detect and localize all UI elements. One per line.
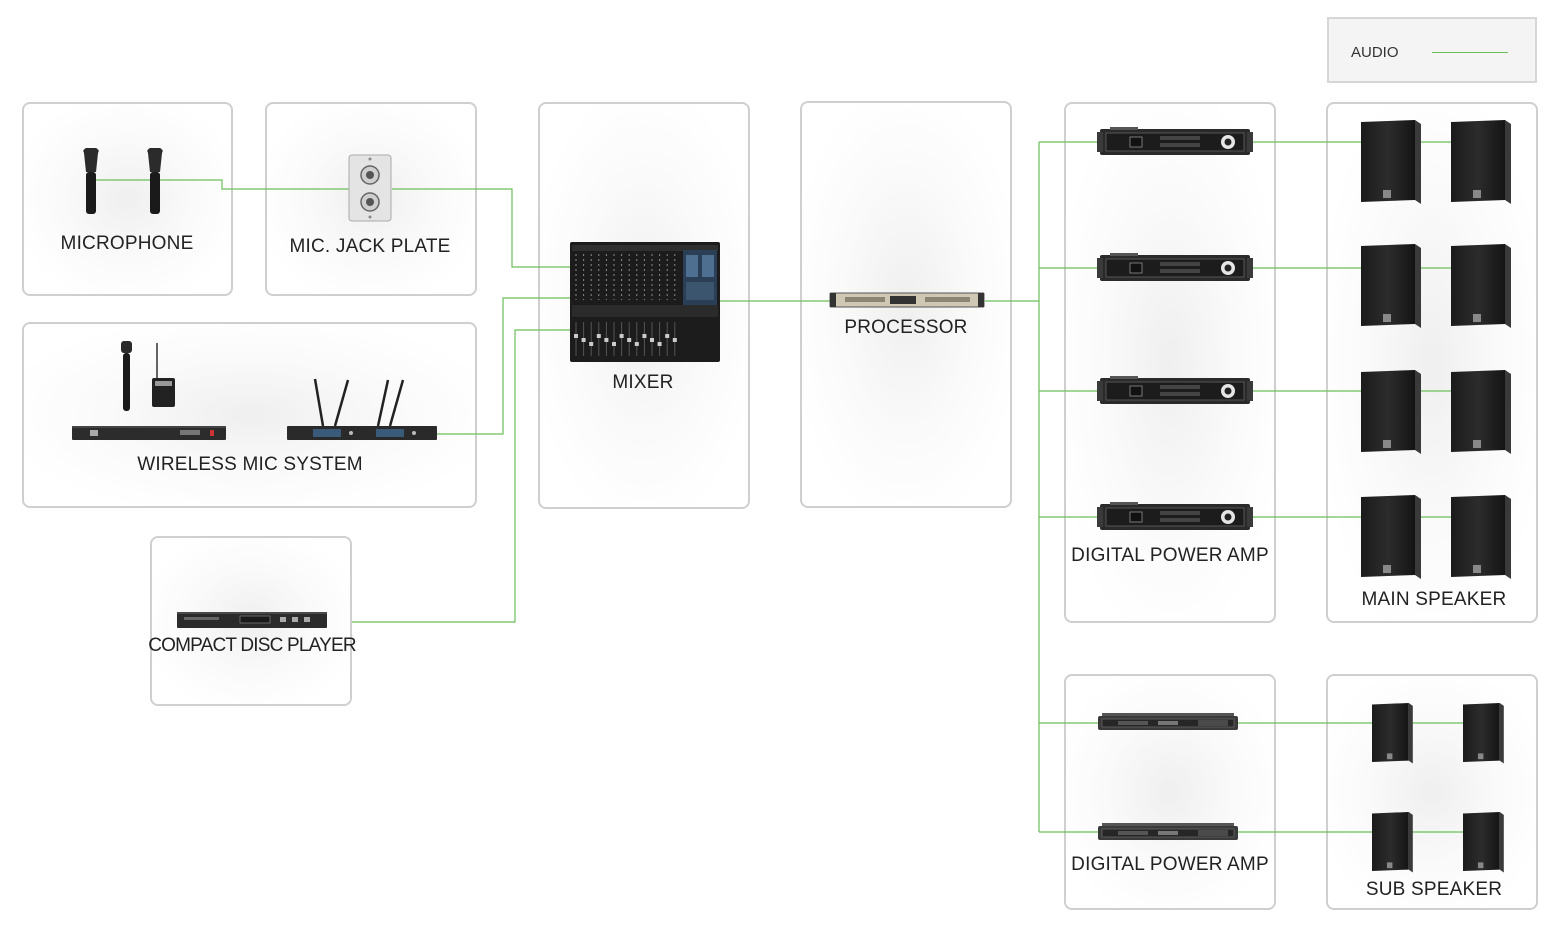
- microphone-box: [22, 102, 233, 296]
- power-amp-icon: [1096, 252, 1254, 282]
- sub-amp-label: DIGITAL POWER AMP: [1071, 854, 1269, 875]
- jack-plate-label: MIC. JACK PLATE: [289, 236, 451, 257]
- legend: AUDIO: [1327, 17, 1537, 83]
- legend-label: AUDIO: [1351, 44, 1399, 61]
- speaker-icon: [1361, 120, 1421, 204]
- speaker-icon: [1372, 812, 1413, 873]
- wireless-receiver-icon: [72, 341, 437, 440]
- main-amp-box: [1064, 102, 1276, 623]
- mixer-label: MIXER: [612, 372, 674, 393]
- speaker-icon: [1372, 703, 1413, 764]
- audio-wires: [95, 141, 1464, 833]
- main-amp-label: DIGITAL POWER AMP: [1071, 545, 1269, 566]
- cd-player-label: COMPACT DISC PLAYER: [148, 635, 356, 656]
- microphone-label: MICROPHONE: [60, 233, 194, 254]
- wireless-box: [22, 322, 477, 508]
- speaker-icon: [1451, 495, 1511, 579]
- power-amp-icon: [1096, 375, 1254, 405]
- speaker-icon: [1451, 370, 1511, 454]
- wireless-label: WIRELESS MIC SYSTEM: [137, 454, 363, 475]
- cd-player-icon: [177, 612, 327, 628]
- speaker-icon: [1361, 370, 1421, 454]
- processor-icon: [829, 292, 985, 308]
- speaker-icon: [1451, 120, 1511, 204]
- speaker-icon: [1361, 495, 1421, 579]
- main-speaker-label: MAIN SPEAKER: [1361, 589, 1507, 610]
- speaker-icon: [1463, 703, 1504, 764]
- power-amp-icon: [1097, 712, 1239, 731]
- speaker-icon: [1361, 244, 1421, 328]
- power-amp-icon: [1096, 501, 1254, 531]
- power-amp-icon: [1097, 822, 1239, 841]
- microphone-icon: [83, 148, 163, 214]
- sub-speaker-label: SUB SPEAKER: [1365, 879, 1503, 900]
- processor-label: PROCESSOR: [844, 317, 968, 338]
- legend-audio-line: [1432, 52, 1508, 53]
- power-amp-icon: [1096, 126, 1254, 156]
- jack-plate-icon: [348, 154, 392, 222]
- speaker-icon: [1451, 244, 1511, 328]
- sub-amp-box: [1064, 674, 1276, 910]
- speaker-icon: [1463, 812, 1504, 873]
- mixer-icon: [570, 242, 720, 362]
